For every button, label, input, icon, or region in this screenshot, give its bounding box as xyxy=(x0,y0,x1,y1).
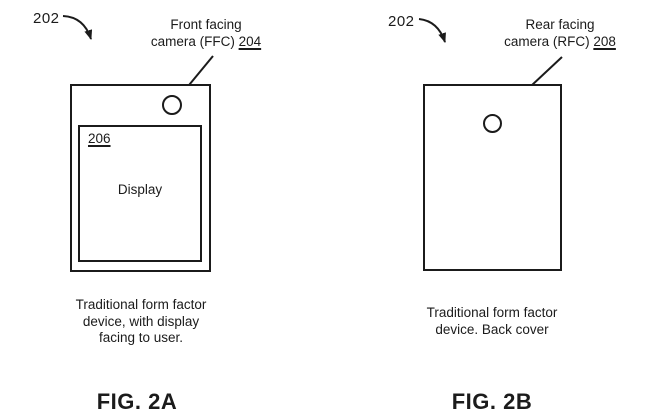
ffc-callout-line1: Front facing xyxy=(170,17,242,32)
ffc-ref-204-number: 204 xyxy=(238,34,262,49)
ffc-callout-line2-text: camera (FFC) xyxy=(150,34,239,49)
caption-line: facing to user. xyxy=(98,330,184,345)
display-ref-206-number: 206 xyxy=(88,131,111,146)
caption-line: device. Back cover xyxy=(435,321,549,337)
fig2a-ref-202-curved-arrow xyxy=(62,15,93,40)
ffc-callout-label: Front facing camera (FFC) 204 xyxy=(126,16,286,50)
fig2b-ref-202-label: 202 xyxy=(388,13,415,30)
fig-2b-title: FIG. 2B xyxy=(451,389,533,414)
fig-2a-caption: Traditional form factor device, with dis… xyxy=(61,297,221,347)
display-outline xyxy=(78,125,202,262)
fig2b-ref-202-curved-arrow xyxy=(418,18,446,43)
fig-2b-caption: Traditional form factor device. Back cov… xyxy=(412,305,572,338)
caption-line: device, with display xyxy=(82,313,200,329)
ffc-camera-circle xyxy=(162,95,182,115)
ffc-callout-line2: camera (FFC) 204 xyxy=(126,33,286,50)
rfc-callout-line2-text: camera (RFC) xyxy=(504,34,594,49)
display-label: Display xyxy=(117,182,163,197)
rfc-callout-line1: Rear facing xyxy=(525,17,595,32)
rfc-callout-line2: camera (RFC) 208 xyxy=(480,33,640,50)
rfc-ref-208-number: 208 xyxy=(593,34,616,49)
rfc-callout-label: Rear facing camera (RFC) 208 xyxy=(480,16,640,50)
fig-2a-title: FIG. 2A xyxy=(96,389,178,414)
caption-line: Traditional form factor xyxy=(426,305,558,320)
device-back-outline xyxy=(423,84,562,271)
fig2a-ref-202-label: 202 xyxy=(33,10,60,27)
rfc-camera-circle xyxy=(483,114,502,133)
caption-line: Traditional form factor xyxy=(75,297,207,312)
